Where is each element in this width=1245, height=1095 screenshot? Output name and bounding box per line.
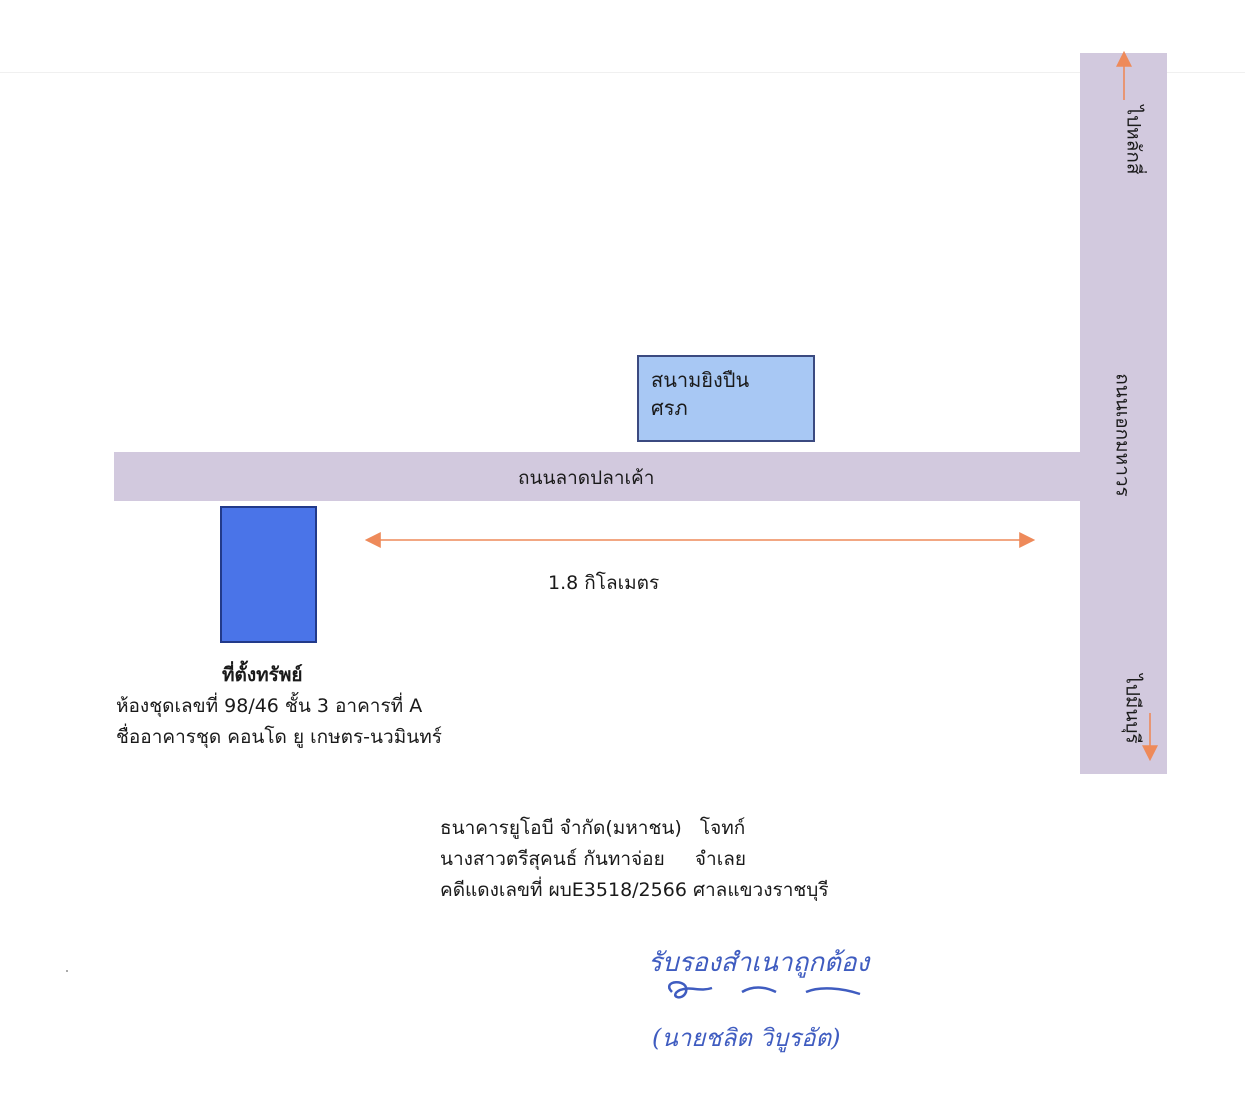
property-building-line: ชื่ออาคารชุด คอนโด ยู เกษตร-นวมินทร์ [116,726,442,748]
case-details: ธนาคารยูโอบี จำกัด(มหาชน) โจทก์นางสาวตรี… [440,813,829,906]
case-number-line: คดีแดงเลขที่ ผบE3518/2566 ศาลแขวงราชบุรี [440,879,829,901]
property-unit-line: ห้องชุดเลขที่ 98/46 ชั้น 3 อาคารที่ A [116,695,423,717]
property-location-marker [220,506,317,643]
signature-dash-1 [741,986,777,994]
road-horizontal-label: ถนนลาดปลาเค้า [518,467,655,489]
landmark-line-2: ศรภ [651,396,688,420]
shooting-range-landmark [637,355,815,442]
direction-south-label: ไปมีนบุรี [1122,674,1144,744]
scan-speck [66,970,68,972]
road-vertical-label: ถนนเอกมหาวร [1111,373,1134,497]
case-plaintiff-line: ธนาคารยูโอบี จำกัด(มหาชน) โจทก์ [440,817,746,839]
landmark-line-1: สนามยิงปืน [651,368,750,392]
certifier-name: (นายชลิต วิบูรอัต) [652,1024,841,1052]
signature-scribble [668,981,713,999]
direction-north-label: ไปหลักสี่ [1121,105,1144,175]
distance-label: 1.8 กิโลเมตร [548,572,660,594]
property-title: ที่ตั้งทรัพย์ [222,664,303,686]
certified-copy-stamp: รับรองสำเนาถูกต้อง [648,948,870,978]
road-horizontal [114,452,1166,501]
shooting-range-label: สนามยิงปืน ศรภ [651,366,749,422]
case-defendant-line: นางสาวตรีสุคนธ์ กันทาจ่อย จำเลย [440,848,746,870]
road-vertical [1080,53,1167,774]
top-rule [0,72,1245,73]
signature-dash-2 [805,987,861,996]
